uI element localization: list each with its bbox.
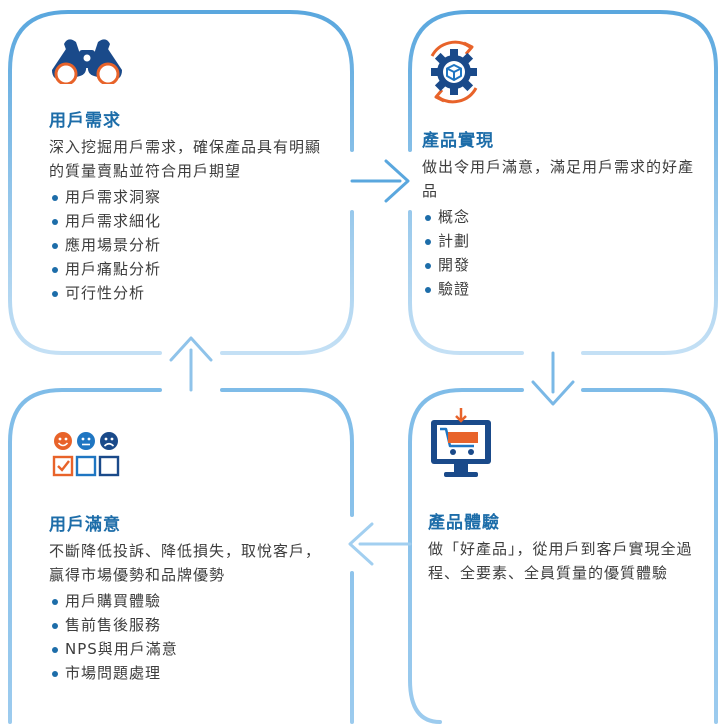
list-item: 驗證 (422, 277, 702, 301)
list-item: 用戶需求洞察 (49, 185, 329, 209)
gear-cube-icon (430, 40, 478, 104)
user-satisfaction-title: 用戶滿意 (49, 515, 121, 535)
arrow-down (531, 351, 575, 406)
user-satisfaction-description: 不斷降低投訴、降低損失，取悅客戶，贏得市場優勢和品牌優勢 (49, 542, 322, 584)
list-item: 概念 (422, 205, 702, 229)
list-item: 計劃 (422, 229, 702, 253)
user-satisfaction-list: 用戶購買體驗 售前售後服務 NPS與用戶滿意 市場問題處理 (49, 589, 331, 685)
arrow-up (169, 336, 213, 392)
shopping-cart-monitor-icon (431, 408, 491, 477)
binoculars-icon (52, 39, 122, 84)
panel-product-experience: 產品體驗 做「好產品」，從用戶到客戶實現全過程、全要素、全員質量的優質體驗 (428, 508, 700, 585)
frame-user-needs (8, 10, 354, 355)
user-needs-title: 用戶需求 (49, 111, 121, 131)
list-item: 用戶痛點分析 (49, 257, 329, 281)
list-item: NPS與用戶滿意 (49, 637, 331, 661)
product-experience-title: 產品體驗 (428, 513, 500, 533)
arrow-left (348, 522, 412, 566)
frame-product-experience (408, 388, 718, 724)
product-realization-list: 概念 計劃 開發 驗證 (422, 205, 702, 301)
list-item: 售前售後服務 (49, 613, 331, 637)
product-experience-description: 做「好產品」，從用戶到客戶實現全過程、全要素、全員質量的優質體驗 (428, 540, 693, 582)
panel-product-realization: 產品實現 做出令用戶滿意，滿足用戶需求的好產品 概念 計劃 開發 驗證 (422, 126, 702, 301)
list-item: 開發 (422, 253, 702, 277)
panel-user-satisfaction: 用戶滿意 不斷降低投訴、降低損失，取悅客戶，贏得市場優勢和品牌優勢 用戶購買體驗… (49, 510, 331, 685)
frame-user-satisfaction (8, 388, 354, 724)
product-realization-title: 產品實現 (422, 131, 494, 151)
frame-product-realization (408, 10, 718, 355)
list-item: 應用場景分析 (49, 233, 329, 257)
list-item: 可行性分析 (49, 281, 329, 305)
satisfaction-survey-icon (52, 432, 120, 477)
user-needs-list: 用戶需求洞察 用戶需求細化 應用場景分析 用戶痛點分析 可行性分析 (49, 185, 329, 305)
panel-user-needs: 用戶需求 深入挖掘用戶需求，確保產品具有明顯的質量賣點並符合用戶期望 用戶需求洞… (49, 106, 329, 305)
arrow-right (350, 159, 410, 203)
list-item: 用戶購買體驗 (49, 589, 331, 613)
product-realization-description: 做出令用戶滿意，滿足用戶需求的好產品 (422, 158, 695, 200)
list-item: 用戶需求細化 (49, 209, 329, 233)
list-item: 市場問題處理 (49, 661, 331, 685)
user-needs-description: 深入挖掘用戶需求，確保產品具有明顯的質量賣點並符合用戶期望 (49, 138, 322, 180)
